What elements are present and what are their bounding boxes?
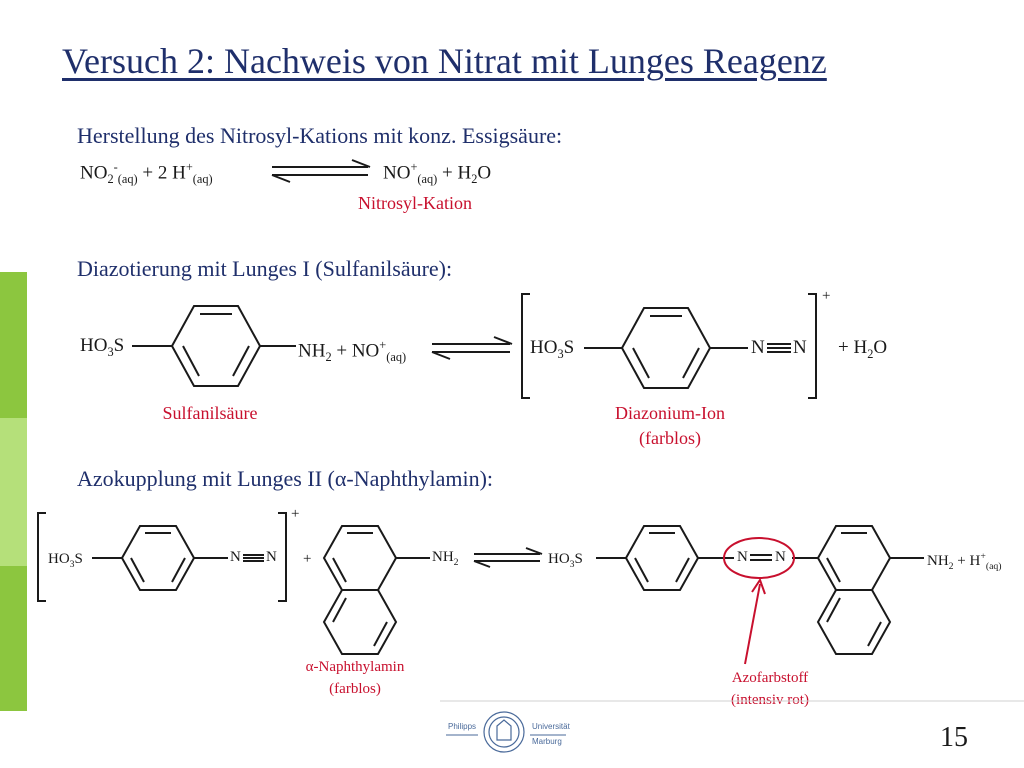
- diazonium-ion-label: Diazonium-Ion: [615, 403, 725, 423]
- naphthylamine-nh2: NH2: [432, 549, 459, 568]
- diazonium-n1: N: [751, 337, 765, 358]
- benzene-ring-sulfanilic: [132, 305, 296, 387]
- azo-diazonium-n2: N: [266, 549, 277, 565]
- azo-product-ho3s: HO3S: [548, 551, 583, 570]
- sulfanil-ho3s: HO3S: [80, 335, 125, 359]
- page-number: 15: [940, 722, 968, 753]
- azo-product-nh2-h: NH2 + H+(aq): [927, 551, 1002, 572]
- equilibrium-arrow-1: [271, 159, 371, 183]
- side-bar-top: [0, 272, 27, 418]
- side-bar-middle: [0, 418, 27, 566]
- diazonium-n2: N: [793, 337, 807, 358]
- azo-diazonium-bracket: [37, 512, 287, 602]
- azo-group-highlight: [723, 537, 795, 665]
- university-seal-icon: [483, 711, 525, 753]
- azo-plus: +: [303, 551, 312, 567]
- water-product: + H2O: [838, 337, 888, 361]
- sulfanilic-acid-label: Sulfanilsäure: [162, 403, 258, 423]
- diazonium-charge: +: [822, 288, 831, 304]
- nitrosyl-products: NO+(aq) + H2O: [383, 160, 492, 187]
- naphthylamine-label: α-Naphthylamin: [305, 659, 405, 675]
- diazonium-bracket: [521, 293, 817, 399]
- nitrosyl-cation-label: Nitrosyl-Kation: [358, 193, 472, 213]
- side-bar-bottom: [0, 566, 27, 711]
- section1-heading: Herstellung des Nitrosyl-Kations mit kon…: [77, 123, 563, 148]
- azo-n1: N: [737, 549, 748, 565]
- diazonium-colorless-label: (farblos): [639, 428, 701, 448]
- naphthylamine-colorless-label: (farblos): [329, 681, 381, 697]
- equilibrium-arrow-2: [431, 336, 513, 360]
- section3-heading: Azokupplung mit Lunges II (α-Naphthylami…: [77, 466, 494, 491]
- azo-dye-label: Azofarbstoff: [731, 670, 809, 686]
- azo-diazonium-ho3s: HO3S: [48, 551, 83, 570]
- logo-universitaet-text: Universität: [532, 722, 570, 731]
- diazonium-ho3s: HO3S: [530, 337, 575, 361]
- naphthalene-ring-product: [816, 525, 924, 655]
- logo-marburg-text: Marburg: [532, 737, 562, 746]
- logo-philipps-text: Philipps: [448, 722, 477, 731]
- naphthalene-ring-reactant: [322, 525, 430, 655]
- benzene-ring-diazonium: [584, 307, 791, 389]
- section2-heading: Diazotierung mit Lunges I (Sulfanilsäure…: [77, 256, 453, 281]
- nitrite-reactants: NO2-(aq) + 2 H+(aq): [80, 160, 213, 187]
- azo-diazonium-charge: +: [291, 506, 300, 522]
- equilibrium-arrow-3: [473, 547, 543, 568]
- slide-title: Versuch 2: Nachweis von Nitrat mit Lunge…: [62, 41, 827, 81]
- benzene-ring-azo-diazonium: [92, 525, 264, 591]
- azo-n2: N: [775, 549, 786, 565]
- azo-diazonium-n1: N: [230, 549, 241, 565]
- sulfanil-nh2-plus-no: NH2 + NO+(aq): [298, 338, 407, 365]
- azo-dye-intense-red-label: (intensiv rot): [731, 692, 809, 708]
- benzene-ring-azo-product: [596, 525, 818, 591]
